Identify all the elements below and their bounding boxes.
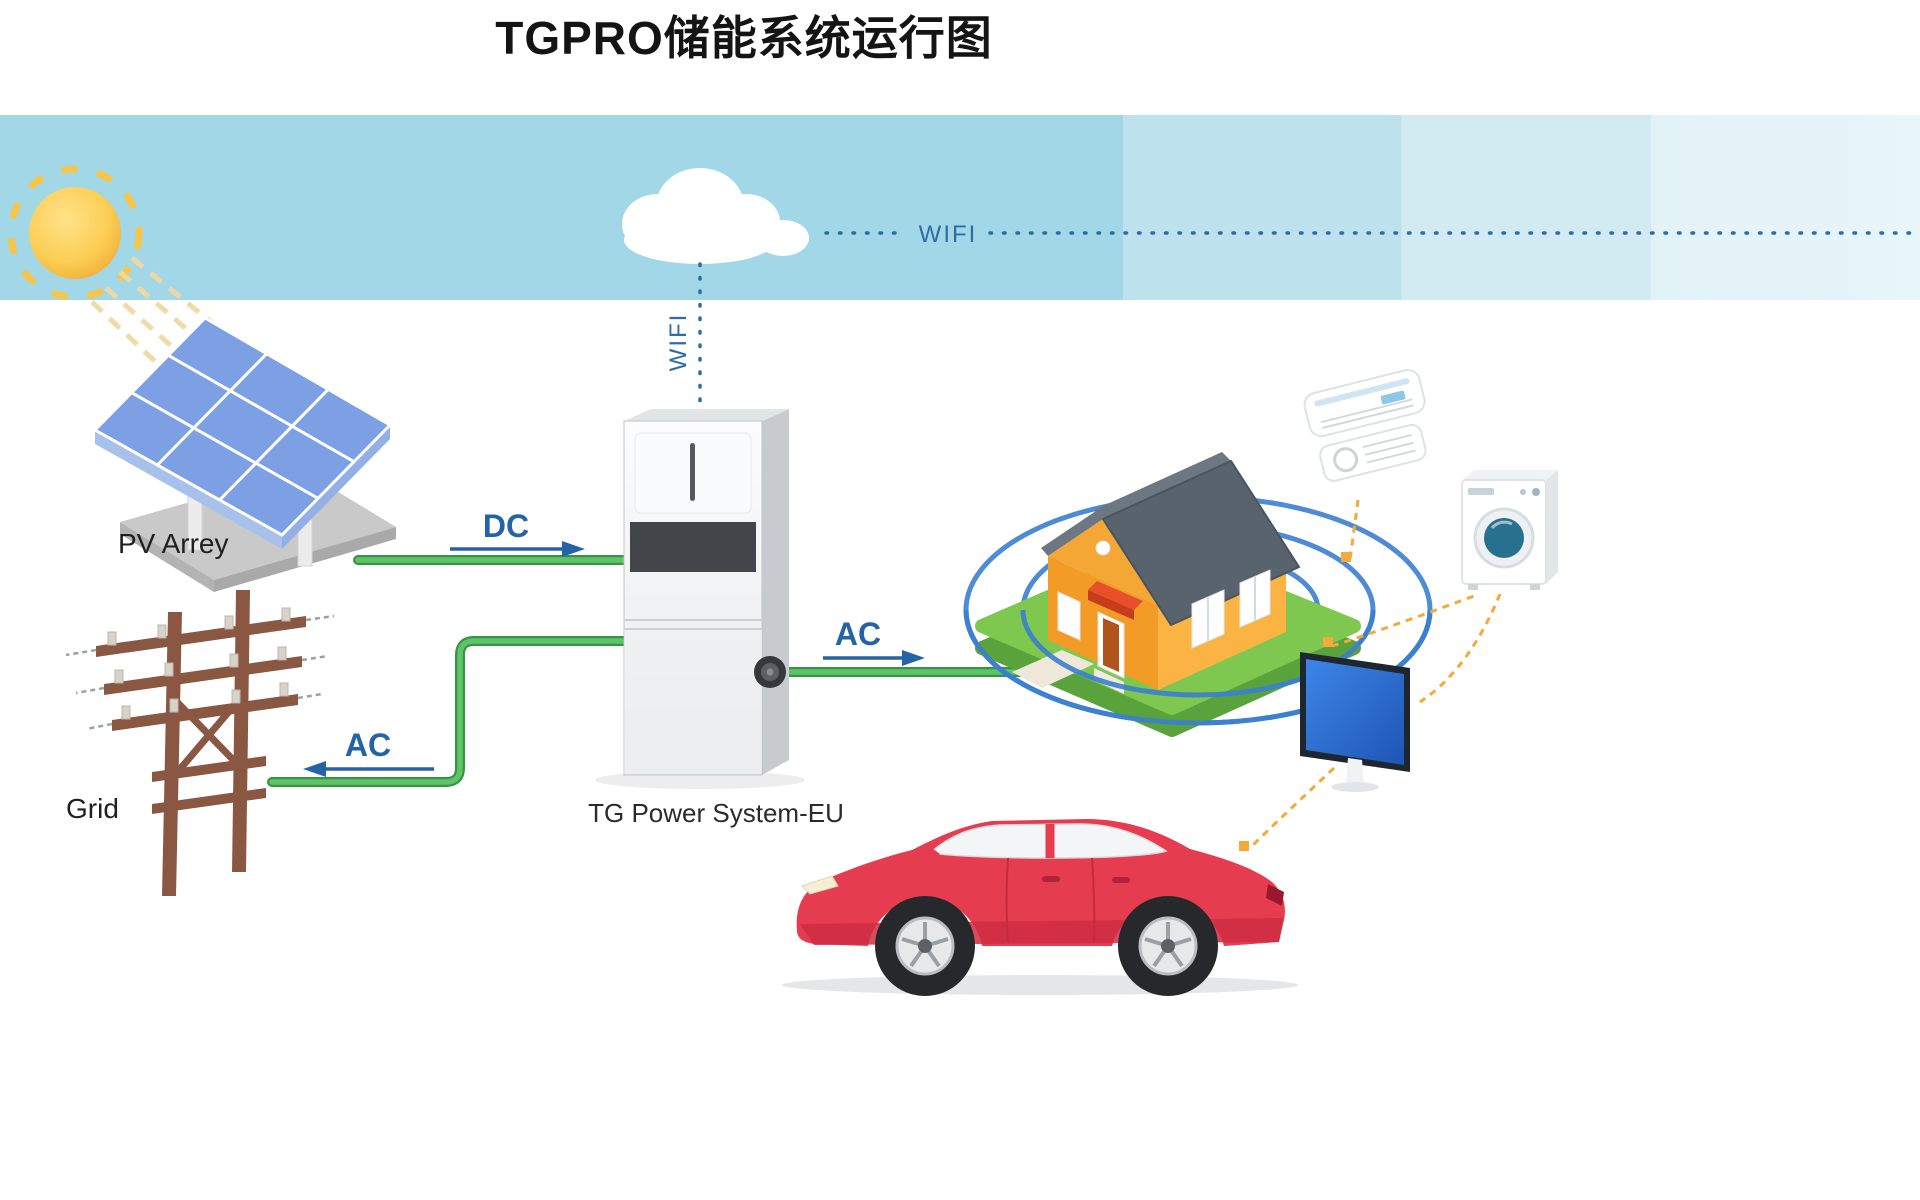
ac-grid-arrowhead-left bbox=[303, 761, 326, 777]
washing-machine-icon bbox=[1461, 470, 1558, 590]
sky-band bbox=[0, 115, 1920, 300]
solar-panel-icon bbox=[93, 316, 396, 592]
cloud-icon bbox=[622, 168, 809, 264]
power-pole-icon bbox=[65, 590, 335, 896]
car-wheel-rear bbox=[1118, 896, 1218, 996]
wireless-rings-front bbox=[963, 609, 1433, 726]
appliance-links bbox=[1248, 499, 1502, 850]
ac-house-flow-label: AC bbox=[835, 616, 881, 652]
ac-grid-flow: AC bbox=[303, 727, 434, 777]
tv-icon bbox=[1300, 652, 1410, 792]
ac-line-grid-to-inverter bbox=[267, 636, 645, 787]
ac-grid-flow-label: AC bbox=[345, 727, 391, 763]
inverter-cabinet-icon bbox=[595, 409, 805, 789]
dc-flow-label: DC bbox=[483, 508, 529, 544]
appliance-link-nodes bbox=[1239, 552, 1351, 851]
dc-flow: DC bbox=[450, 508, 585, 557]
air-conditioner-icon bbox=[1303, 368, 1427, 482]
ac-house-arrowhead-right bbox=[902, 650, 925, 666]
car-icon bbox=[782, 819, 1298, 996]
car-wheel-front bbox=[875, 896, 975, 996]
house-icon bbox=[975, 452, 1361, 737]
inverter-label: TG Power System-EU bbox=[588, 798, 844, 828]
grid-label: Grid bbox=[66, 793, 119, 824]
wifi-vertical-label: WIFI bbox=[665, 313, 692, 372]
wifi-horizontal-label: WIFI bbox=[919, 221, 978, 248]
ac-house-flow: AC bbox=[823, 616, 925, 666]
dc-arrowhead-right bbox=[562, 541, 585, 557]
page-title: TGPRO储能系统运行图 bbox=[495, 12, 993, 64]
pv-array-label: PV Arrey bbox=[118, 528, 228, 559]
